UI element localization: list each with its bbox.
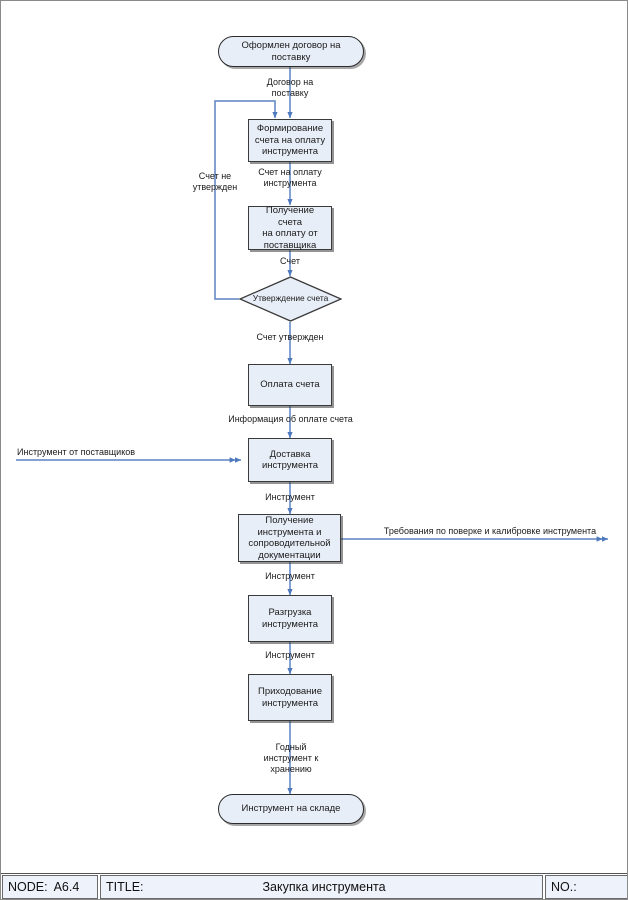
edge-label-bill: Счет <box>280 256 300 266</box>
node-key-label: NODE: <box>8 880 48 894</box>
node-end[interactable]: Инструмент на складе <box>218 794 364 824</box>
node-value-label: A6.4 <box>53 880 80 894</box>
node-approve-bill-label: Утверждение счета <box>252 293 329 304</box>
node-receive-tool-docs-label: Получение инструмента и сопроводительной… <box>248 515 331 561</box>
node-get-bill-label: Получение счета на оплату от поставщика <box>262 205 318 251</box>
edge-label-from-suppliers: Инструмент от поставщиков <box>17 447 136 457</box>
node-unload[interactable]: Разгрузка инструмента <box>248 595 332 642</box>
node-unload-label: Разгрузка инструмента <box>261 607 319 630</box>
connector-layer <box>16 67 609 795</box>
edge-label-contract: Договор на поставку <box>266 77 314 98</box>
title-block-node-cell: NODE: A6.4 <box>2 875 98 899</box>
flowchart-canvas: Оформлен договор на поставку Формировани… <box>1 1 627 867</box>
node-get-bill[interactable]: Получение счета на оплату от поставщика <box>248 205 332 251</box>
node-end-label: Инструмент на складе <box>241 803 341 815</box>
edge-label-approved: Счет утвержден <box>256 332 324 342</box>
edge-label-requirements: Требования по поверке и калибровке инстр… <box>383 526 597 536</box>
node-approve-bill[interactable]: Утверждение счета <box>239 276 342 322</box>
node-pay-bill[interactable]: Оплата счета <box>248 364 332 406</box>
title-block-title-cell: TITLE: Закупка инструмента <box>100 875 543 899</box>
node-form-bill[interactable]: Формирование счета на оплату инструмента <box>248 119 332 162</box>
edge-label-tool-1: Инструмент <box>265 492 315 502</box>
title-block: NODE: A6.4 TITLE: Закупка инструмента NO… <box>1 873 627 899</box>
edge-approve-not-approved-loop <box>214 100 278 300</box>
node-receive-tool-docs[interactable]: Получение инструмента и сопроводительной… <box>238 514 341 562</box>
edge-label-tool-2: Инструмент <box>265 571 315 581</box>
edge-label-good-tool: Годный инструмент к хранению <box>263 742 319 774</box>
decision-diamond-shape <box>239 276 342 322</box>
edge-label-payment-info: Информация об оплате счета <box>228 414 353 424</box>
title-block-no-cell: NO.: <box>545 875 627 899</box>
edge-label-tool-3: Инструмент <box>265 650 315 660</box>
node-stock-in[interactable]: Приходование инструмента <box>248 674 332 721</box>
node-form-bill-label: Формирование счета на оплату инструмента <box>254 123 326 158</box>
title-value-label: Закупка инструмента <box>262 880 386 894</box>
node-delivery-label: Доставка инструмента <box>261 448 319 472</box>
node-stock-in-label: Приходование инструмента <box>257 686 323 709</box>
edge-label-not-approved: Счет не утвержден <box>192 171 238 192</box>
title-key-label: TITLE: <box>106 880 144 894</box>
node-start-label: Оформлен договор на поставку <box>241 40 341 63</box>
node-delivery[interactable]: Доставка инструмента <box>248 438 332 482</box>
node-start[interactable]: Оформлен договор на поставку <box>218 36 364 67</box>
edge-label-bill-for-payment: Счет на оплату инструмента <box>258 167 322 188</box>
no-key-label: NO.: <box>551 880 577 894</box>
node-pay-bill-label: Оплата счета <box>260 379 320 391</box>
